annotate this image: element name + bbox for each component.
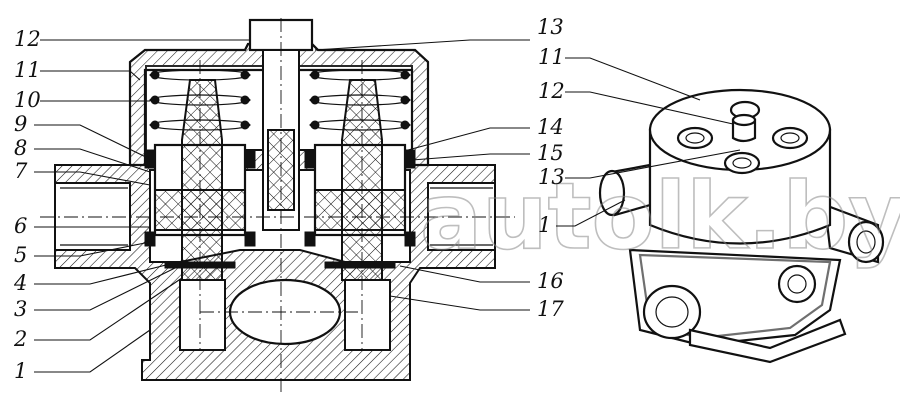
callout-label: 8 <box>14 136 27 160</box>
callout-label: 14 <box>537 115 564 139</box>
callout-label: 4 <box>13 271 27 295</box>
right-port <box>427 182 496 251</box>
callout-label: 11 <box>538 45 565 69</box>
external-callouts: 11 12 13 1 <box>538 45 741 237</box>
section-view <box>40 18 515 392</box>
callout-label: 7 <box>14 159 28 183</box>
callout-label: 11 <box>14 58 41 82</box>
callout-label: 12 <box>14 27 41 51</box>
callout-label: 2 <box>13 327 27 351</box>
callout-label: 9 <box>14 112 27 136</box>
callout-label: 3 <box>14 297 27 321</box>
callout-label: 6 <box>14 214 27 238</box>
callout-label: 5 <box>14 243 27 267</box>
right-callouts: 13 14 15 16 17 <box>314 15 564 321</box>
watermark: autolk.by <box>420 163 900 270</box>
left-callouts: 12 11 10 9 8 7 6 5 4 3 2 1 <box>13 27 250 383</box>
left-port <box>54 182 131 251</box>
callout-label: 17 <box>537 297 564 321</box>
callout-label: 15 <box>537 141 564 165</box>
callout-label: 13 <box>537 15 564 39</box>
callout-label: 16 <box>537 269 564 293</box>
callout-label: 10 <box>14 88 41 112</box>
right-channel <box>344 279 391 351</box>
callout-label: 12 <box>538 79 565 103</box>
callout-label: 1 <box>538 213 551 237</box>
callout-label: 13 <box>538 165 565 189</box>
callout-label: 1 <box>14 359 27 383</box>
left-channel <box>179 279 226 351</box>
